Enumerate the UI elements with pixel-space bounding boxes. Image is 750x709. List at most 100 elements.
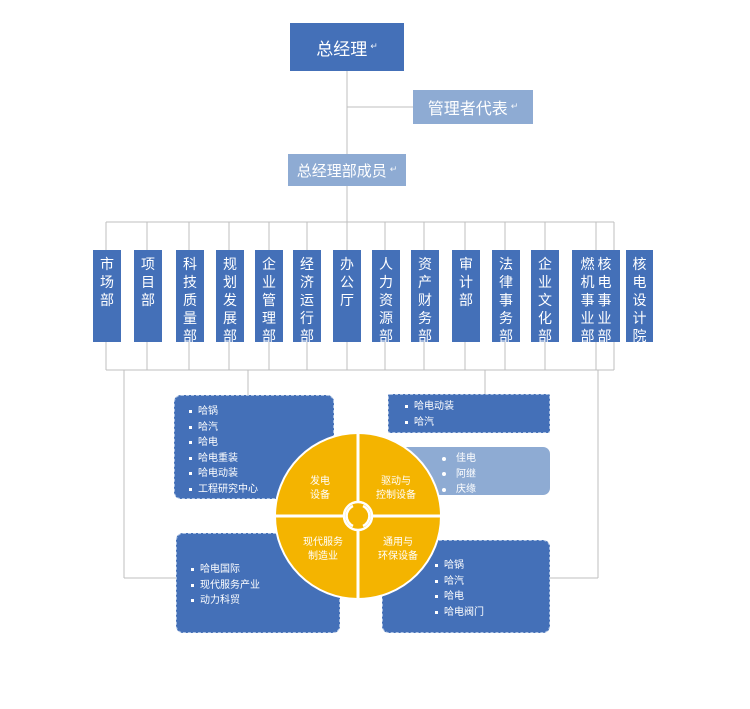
department-label: 审计部 — [459, 257, 473, 309]
wheel-q4-general-environment: 通用与 环保设备 — [368, 536, 428, 564]
department-box: 人力资源部 — [372, 250, 400, 345]
list-item: 哈锅 — [435, 558, 549, 574]
list-item: 哈电重装 — [189, 451, 333, 467]
panel-list: 佳电阿继庆缘 — [442, 451, 550, 498]
management-representative-label: 管理者代表 — [427, 99, 508, 118]
list-item: 哈电 — [435, 589, 549, 605]
list-item-label: 现代服务产业 — [200, 579, 260, 591]
gm-members-box: 总经理部成员↵ — [288, 154, 406, 186]
list-item-label: 哈汽 — [444, 575, 464, 587]
department-box: 企业文化部 — [531, 250, 559, 345]
list-item-label: 哈电 — [198, 437, 218, 448]
department-label: 核电设计院 — [632, 257, 647, 345]
department-label: 人力资源部 — [379, 257, 393, 345]
bullet-icon — [189, 410, 192, 414]
list-item-label: 哈电国际 — [200, 564, 240, 575]
panel-list: 哈锅哈汽哈电哈电重装哈电动装工程研究中心 — [189, 404, 333, 497]
bullet-icon — [191, 583, 194, 587]
list-item-label: 佳电 — [456, 453, 476, 464]
list-item: 佳电 — [442, 451, 550, 467]
wheel-q3-line: 现代服务 — [303, 537, 343, 548]
department-label: 企业管理部 — [262, 257, 276, 345]
list-item-label: 哈电动装 — [198, 468, 238, 479]
bullet-icon — [435, 610, 438, 614]
wheel-q4-line: 环保设备 — [378, 551, 418, 562]
bullet-icon — [435, 579, 438, 583]
bullet-icon — [442, 472, 446, 477]
list-item: 阿继 — [442, 467, 550, 483]
department-label: 企业文化部 — [538, 257, 552, 345]
list-item-label: 哈汽 — [198, 421, 218, 433]
list-item: 庆缘 — [442, 482, 550, 498]
bullet-icon — [435, 564, 438, 568]
wheel-q4-line: 通用与 — [383, 537, 413, 548]
department-box: 规划发展部 — [216, 250, 244, 345]
paragraph-mark: ↵ — [510, 102, 519, 112]
bullet-icon — [191, 568, 194, 572]
bullet-icon — [189, 425, 192, 429]
list-item-label: 哈电动装 — [414, 401, 454, 412]
list-item: 工程研究中心 — [189, 482, 333, 498]
department-box: 项目部 — [134, 250, 162, 342]
list-item-label: 哈锅 — [198, 406, 218, 417]
general-manager-label: 总经理 — [316, 39, 368, 60]
department-label: 科技质量部 — [183, 257, 197, 345]
bullet-icon — [435, 595, 438, 599]
list-item-label: 哈电 — [444, 591, 464, 602]
department-box: 科技质量部 — [176, 250, 204, 345]
list-item-label: 哈汽 — [414, 416, 434, 428]
wheel-q2-drive-control: 驱动与 控制设备 — [366, 475, 426, 503]
list-item-label: 动力科贸 — [200, 595, 240, 606]
department-box: 经济运行部 — [293, 250, 321, 345]
department-label: 法律事务部 — [499, 257, 513, 345]
bullet-icon — [442, 487, 446, 492]
gm-members-label: 总经理部成员 — [296, 161, 387, 180]
department-label: 市场部 — [100, 257, 114, 309]
list-item: 哈锅 — [189, 404, 333, 420]
department-label: 项目部 — [141, 257, 155, 309]
list-item: 哈汽 — [405, 415, 549, 431]
wheel-q1-power-equipment: 发电 设备 — [300, 475, 340, 503]
paragraph-mark: ↵ — [370, 42, 378, 52]
department-label: 核电事业部 — [597, 257, 612, 345]
department-box: 企业管理部 — [255, 250, 283, 345]
list-item-label: 庆缘 — [456, 484, 476, 495]
bullet-icon — [405, 405, 408, 409]
list-item: 现代服务产业 — [191, 578, 339, 594]
list-item-label: 阿继 — [456, 468, 476, 480]
department-box: 燃机事业部核电事业部 — [572, 250, 620, 345]
panel-list: 哈锅哈汽哈电哈电阀门 — [435, 558, 549, 620]
list-item: 哈电动装 — [189, 466, 333, 482]
list-item: 哈汽 — [189, 420, 333, 436]
general-manager-box: 总经理↵ — [290, 23, 404, 71]
list-item: 哈电阀门 — [435, 605, 549, 621]
list-item-label: 工程研究中心 — [198, 483, 258, 495]
bullet-icon — [191, 599, 194, 603]
department-box: 法律事务部 — [492, 250, 520, 345]
bullet-icon — [189, 487, 192, 491]
wheel-q2-line: 控制设备 — [376, 490, 416, 501]
department-box: 市场部 — [93, 250, 121, 342]
department-label: 资产财务部 — [418, 257, 432, 345]
department-box: 核电设计院 — [626, 250, 653, 345]
list-item: 哈电动装 — [405, 399, 549, 415]
wheel-q3-modern-service: 现代服务 制造业 — [293, 536, 353, 564]
list-item: 哈汽 — [435, 574, 549, 590]
department-box: 资产财务部 — [411, 250, 439, 345]
management-representative-box: 管理者代表↵ — [413, 90, 533, 124]
paragraph-mark: ↵ — [389, 165, 398, 175]
bullet-icon — [442, 456, 446, 461]
department-label: 办公厅 — [340, 257, 354, 309]
list-item-label: 哈锅 — [444, 560, 464, 571]
bullet-icon — [189, 441, 192, 445]
list-item-label: 哈电阀门 — [444, 606, 484, 618]
wheel-q1-line: 发电 — [310, 476, 330, 487]
list-item: 动力科贸 — [191, 593, 339, 609]
business-wheel — [273, 431, 443, 601]
panel-drive-control: 哈电动装哈汽 — [388, 394, 550, 433]
department-box: 办公厅 — [333, 250, 361, 342]
panel-list: 哈电国际现代服务产业动力科贸 — [191, 562, 339, 609]
wheel-q3-line: 制造业 — [308, 551, 338, 562]
list-item: 哈电 — [189, 435, 333, 451]
